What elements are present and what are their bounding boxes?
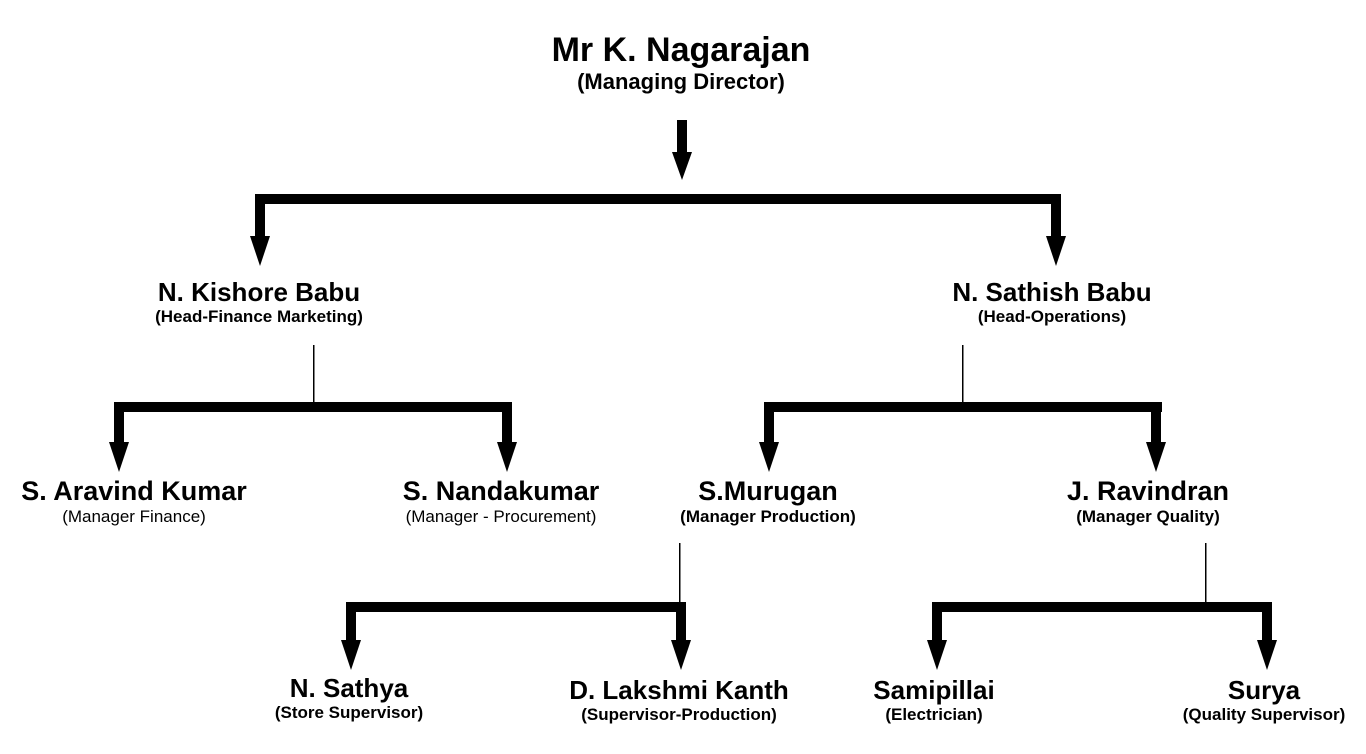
finance-bar: [114, 402, 512, 412]
managing-director-role: (Managing Director): [577, 69, 785, 95]
manager-finance-node: S. Aravind Kumar (Manager Finance): [21, 476, 247, 527]
managing-director-node: Mr K. Nagarajan (Managing Director): [551, 31, 811, 96]
arrowhead-manager-procurement: [497, 442, 517, 472]
manager-finance-name: S. Aravind Kumar: [21, 476, 247, 506]
arrow-to-quality-supervisor: [1262, 602, 1272, 644]
md-arrowhead: [672, 152, 692, 180]
head-finance-node: N. Kishore Babu (Head-Finance Marketing): [155, 278, 363, 327]
manager-quality-name: J. Ravindran: [1066, 476, 1230, 506]
quality-supervisor-name: Surya: [1227, 675, 1301, 705]
arrow-to-head-finance: [255, 194, 265, 240]
supervisor-production-role: (Supervisor-Production): [581, 704, 777, 724]
quality-supervisor-role: (Quality Supervisor): [1182, 704, 1346, 724]
production-stem: [679, 543, 681, 603]
head-operations-name: N. Sathish Babu: [952, 277, 1152, 307]
manager-production-node: S.Murugan (Manager Production): [680, 476, 856, 527]
md-stem: [677, 120, 687, 156]
manager-procurement-node: S. Nandakumar (Manager - Procurement): [402, 476, 600, 527]
arrow-to-manager-procurement: [502, 402, 512, 446]
arrow-to-manager-production: [764, 402, 774, 446]
store-supervisor-name: N. Sathya: [289, 673, 409, 703]
quality-bar: [932, 602, 1272, 612]
manager-production-role: (Manager Production): [680, 506, 856, 526]
arrow-to-supervisor-production: [676, 602, 686, 644]
store-supervisor-role: (Store Supervisor): [274, 702, 424, 722]
managing-director-name: Mr K. Nagarajan: [551, 31, 811, 69]
arrow-to-manager-finance: [114, 402, 124, 446]
supervisor-production-name: D. Lakshmi Kanth: [569, 675, 789, 705]
arrowhead-manager-quality: [1146, 442, 1166, 472]
manager-quality-node: J. Ravindran (Manager Quality): [1066, 476, 1230, 527]
head-finance-role: (Head-Finance Marketing): [155, 306, 363, 326]
arrow-to-manager-quality: [1151, 402, 1161, 446]
arrowhead-head-operations: [1046, 236, 1066, 266]
arrowhead-quality-supervisor: [1257, 640, 1277, 670]
finance-stem: [313, 345, 315, 403]
electrician-name: Samipillai: [873, 675, 995, 705]
operations-bar: [764, 402, 1162, 412]
arrow-to-store-supervisor: [346, 602, 356, 644]
arrowhead-manager-finance: [109, 442, 129, 472]
head-finance-name: N. Kishore Babu: [157, 277, 361, 307]
arrowhead-head-finance: [250, 236, 270, 266]
electrician-node: Samipillai (Electrician): [873, 676, 994, 725]
electrician-role: (Electrician): [885, 704, 983, 724]
arrowhead-supervisor-production: [671, 640, 691, 670]
quality-stem: [1205, 543, 1207, 603]
supervisor-production-node: D. Lakshmi Kanth (Supervisor-Production): [569, 676, 789, 725]
arrow-to-electrician: [932, 602, 942, 644]
quality-supervisor-node: Surya (Quality Supervisor): [1183, 676, 1345, 725]
head-operations-role: (Head-Operations): [977, 306, 1127, 326]
manager-procurement-role: (Manager - Procurement): [405, 506, 597, 526]
arrowhead-electrician: [927, 640, 947, 670]
store-supervisor-node: N. Sathya (Store Supervisor): [275, 674, 423, 723]
level1-bar: [255, 194, 1061, 204]
manager-production-name: S.Murugan: [698, 476, 838, 506]
production-bar: [346, 602, 686, 612]
manager-quality-role: (Manager Quality): [1076, 506, 1220, 526]
manager-finance-role: (Manager Finance): [62, 506, 206, 526]
arrowhead-store-supervisor: [341, 640, 361, 670]
manager-procurement-name: S. Nandakumar: [402, 476, 600, 506]
arrowhead-manager-production: [759, 442, 779, 472]
arrow-to-head-operations: [1051, 194, 1061, 240]
operations-stem: [962, 345, 964, 403]
head-operations-node: N. Sathish Babu (Head-Operations): [952, 278, 1151, 327]
